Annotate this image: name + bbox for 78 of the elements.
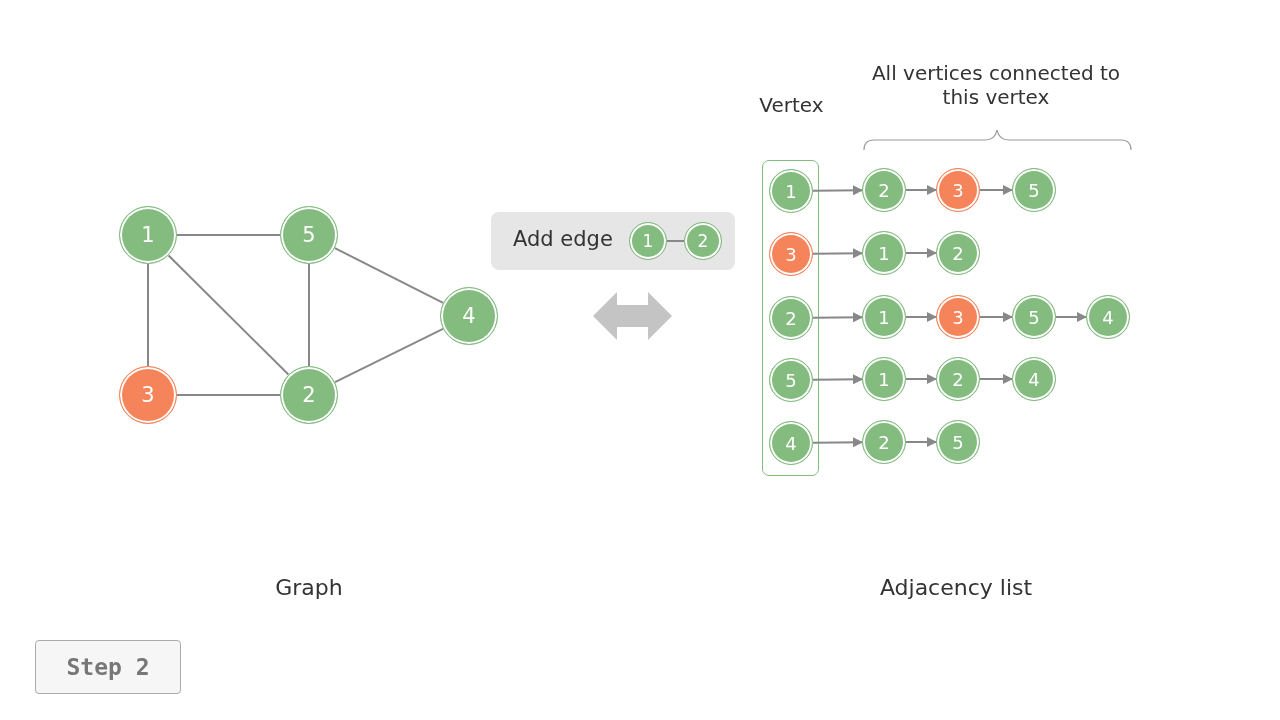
arrow bbox=[905, 248, 937, 258]
vertex-number: 3 bbox=[785, 243, 797, 265]
vertex-number: 1 bbox=[878, 306, 890, 328]
vertex-number: 3 bbox=[141, 383, 155, 407]
panel-label: Add edge bbox=[513, 227, 613, 251]
vertex-circle bbox=[769, 232, 813, 276]
arrow bbox=[905, 312, 937, 322]
vertex-number: 5 bbox=[1028, 306, 1040, 328]
vertex-number: 2 bbox=[785, 307, 797, 329]
arrow bbox=[905, 437, 937, 447]
vertex-number: 4 bbox=[1102, 306, 1114, 328]
vertex-circle bbox=[862, 168, 906, 212]
arrow bbox=[812, 374, 863, 385]
caption: Graph bbox=[274, 575, 344, 600]
connector-line bbox=[333, 247, 445, 304]
vertex-number: 5 bbox=[785, 369, 797, 391]
column-heading: Vertex bbox=[758, 93, 825, 117]
vertex-circle bbox=[769, 296, 813, 340]
arrow bbox=[812, 437, 863, 448]
vertex-circle bbox=[769, 421, 813, 465]
arrow bbox=[979, 185, 1013, 195]
vertex-number: 4 bbox=[1028, 368, 1040, 390]
vertex-circle bbox=[936, 420, 980, 464]
vertex-number: 2 bbox=[878, 179, 890, 201]
vertex-number: 3 bbox=[952, 179, 964, 201]
vertex-circle bbox=[1012, 357, 1056, 401]
arrow bbox=[812, 185, 863, 196]
vertex-number: 3 bbox=[952, 306, 964, 328]
vertex-number: 2 bbox=[697, 231, 709, 251]
vertex-circle bbox=[769, 358, 813, 402]
vertex-circle bbox=[862, 295, 906, 339]
step-label: Step 2 bbox=[66, 654, 150, 680]
vertex-number: 2 bbox=[952, 242, 964, 264]
vertex-circle bbox=[862, 420, 906, 464]
vertex-circle bbox=[684, 222, 722, 260]
vertex-number: 1 bbox=[141, 223, 155, 247]
arrow bbox=[979, 312, 1013, 322]
vertex-number: 1 bbox=[878, 242, 890, 264]
vertex-number: 5 bbox=[1028, 179, 1040, 201]
vertex-circle bbox=[1012, 295, 1056, 339]
vertex-number: 5 bbox=[952, 431, 964, 453]
vertex-circle bbox=[936, 357, 980, 401]
add-edge-panel bbox=[491, 212, 735, 270]
connector-line bbox=[308, 263, 310, 367]
connector-line bbox=[167, 254, 290, 376]
vertex-number: 4 bbox=[462, 304, 476, 328]
vertex-circle bbox=[629, 222, 667, 260]
vertex-circle bbox=[936, 295, 980, 339]
arrow bbox=[812, 312, 863, 323]
arrow bbox=[979, 374, 1013, 384]
vertex-number: 1 bbox=[878, 368, 890, 390]
vertex-circle bbox=[280, 366, 338, 424]
arrow bbox=[905, 185, 937, 195]
vertex-circle bbox=[936, 168, 980, 212]
arrow bbox=[1055, 312, 1087, 322]
vertex-number: 1 bbox=[785, 180, 797, 202]
vertex-number: 4 bbox=[785, 432, 797, 454]
arrow bbox=[812, 248, 863, 259]
connector-line bbox=[176, 234, 281, 236]
vertex-circle bbox=[769, 169, 813, 213]
vertex-circle bbox=[862, 231, 906, 275]
arrow bbox=[905, 374, 937, 384]
brace-label: All vertices connected to this vertex bbox=[870, 61, 1122, 109]
connector-line bbox=[666, 240, 685, 242]
vertex-circle bbox=[862, 357, 906, 401]
vertex-circle bbox=[1012, 168, 1056, 212]
vertex-number: 5 bbox=[302, 223, 316, 247]
vertex-number: 2 bbox=[878, 431, 890, 453]
vertex-number: 2 bbox=[302, 383, 316, 407]
connector-line bbox=[334, 327, 444, 384]
caption: Adjacency list bbox=[878, 575, 1034, 600]
connector-line bbox=[176, 394, 281, 396]
vertex-circle bbox=[936, 231, 980, 275]
vertex-number: 1 bbox=[642, 231, 654, 251]
connector-line bbox=[147, 263, 149, 367]
step-badge bbox=[35, 640, 181, 694]
vertex-circle bbox=[1086, 295, 1130, 339]
vertex-number: 2 bbox=[952, 368, 964, 390]
